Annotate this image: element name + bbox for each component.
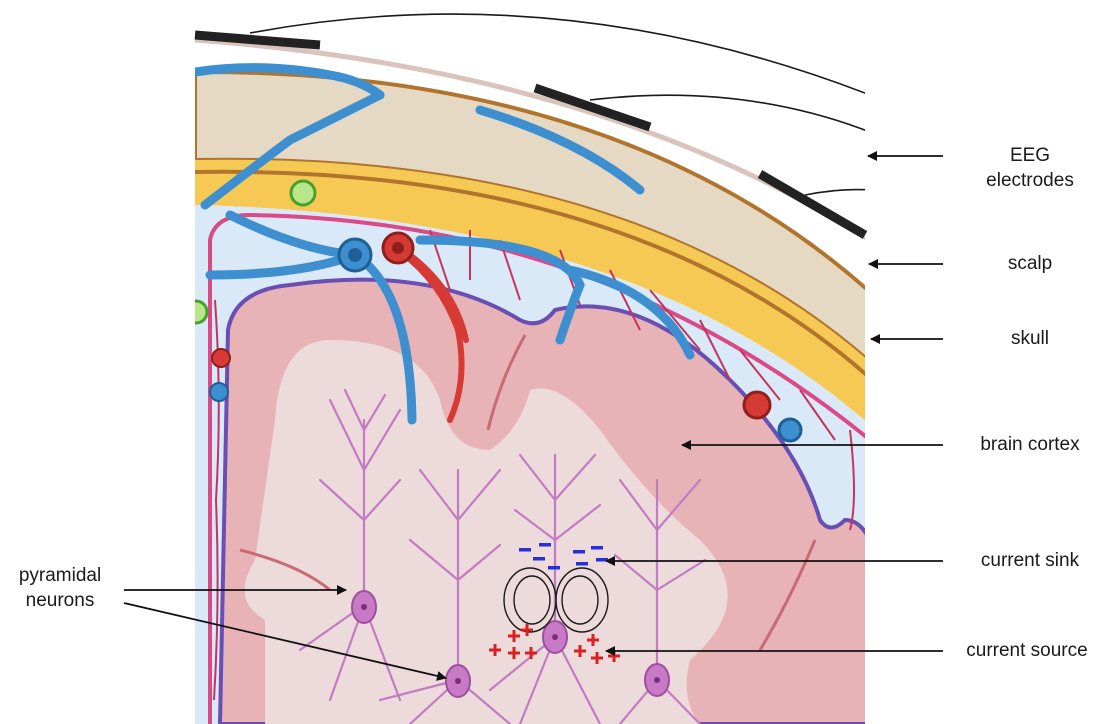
label-eeg-electrodes: EEG electrodes [960,143,1100,193]
label-brain-cortex: brain cortex [950,432,1109,457]
artery-cross-section [744,392,770,418]
label-eeg-line1: EEG [960,143,1100,168]
neuron-nucleus [654,677,660,683]
vein-cross-section [210,383,228,401]
neuron-nucleus [361,604,367,610]
vein-cross-section [779,419,801,441]
anatomy-panel [185,14,870,724]
neuron-nucleus [455,678,461,684]
green-vessel [291,181,315,205]
label-pyramidal-line1: pyramidal [0,563,120,588]
artery-lumen [392,242,404,254]
label-skull: skull [960,326,1100,351]
label-scalp: scalp [960,251,1100,276]
artery-cross-section [212,349,230,367]
label-current-sink: current sink [950,548,1109,573]
label-eeg-line2: electrodes [960,168,1100,193]
label-current-source: current source [945,638,1109,663]
neuron-nucleus [552,634,558,640]
vein-lumen [348,248,362,262]
label-pyramidal-neurons: pyramidal neurons [0,563,120,613]
green-vessel [185,301,207,323]
label-pyramidal-line2: neurons [0,588,120,613]
